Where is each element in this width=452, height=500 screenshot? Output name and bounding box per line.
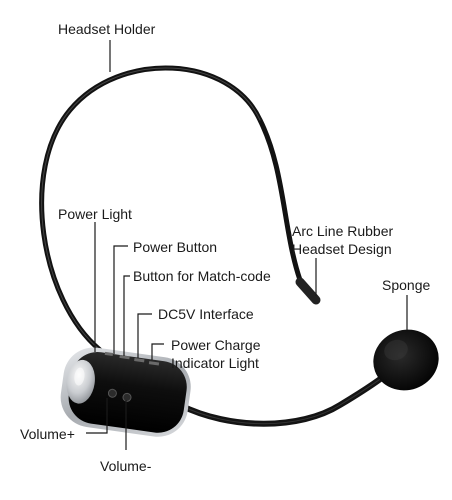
label-headset-holder: Headset Holder: [58, 21, 156, 37]
label-power-light: Power Light: [58, 206, 132, 222]
sponge: [373, 329, 439, 391]
label-match-code: Button for Match-code: [133, 268, 271, 284]
label-sponge: Sponge: [382, 277, 431, 293]
volume-minus-button: [122, 392, 132, 402]
label-volume-plus: Volume+: [20, 426, 75, 442]
label-charge-1: Power Charge: [171, 337, 261, 353]
headband-highlight: [41, 67, 261, 351]
gooseneck-arm: [177, 367, 395, 427]
rubber-tip: [295, 277, 321, 305]
label-volume-minus: Volume-: [100, 458, 152, 474]
label-arc-line-1: Arc Line Rubber: [292, 223, 394, 239]
label-arc-line-2: Headset Design: [292, 241, 392, 257]
label-power-button: Power Button: [133, 239, 218, 255]
label-charge-2: Indicator Light: [171, 355, 259, 371]
volume-plus-button: [107, 388, 117, 398]
transmitter-body: [60, 347, 191, 437]
label-dc5v: DC5V Interface: [158, 306, 254, 322]
